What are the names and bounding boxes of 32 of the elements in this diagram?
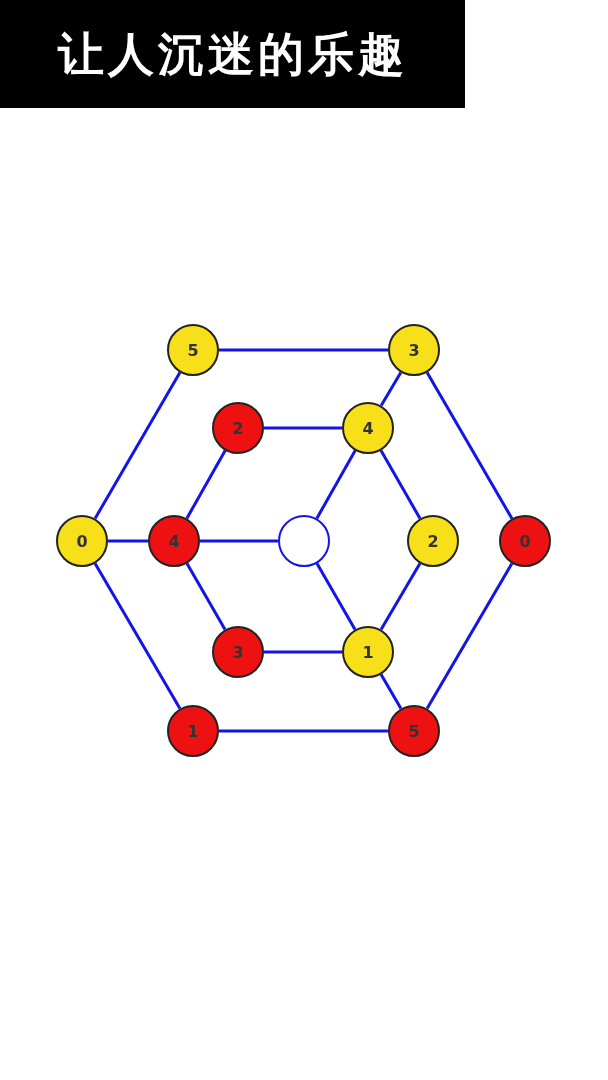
connector-line <box>379 449 422 520</box>
numbered-circle: 3 <box>212 626 264 678</box>
connector-line <box>315 449 357 520</box>
connector-line <box>379 562 422 631</box>
connector-line <box>315 562 357 631</box>
empty-circle <box>278 515 330 567</box>
connector-line <box>108 539 148 543</box>
numbered-circle: 4 <box>342 402 394 454</box>
connector-line <box>425 562 514 710</box>
connector-line <box>185 562 227 631</box>
connector-line <box>200 539 278 543</box>
connector-line <box>425 371 514 520</box>
numbered-circle: 0 <box>499 515 551 567</box>
connector-line <box>219 348 388 352</box>
connector-line <box>93 562 182 710</box>
numbered-circle: 3 <box>388 324 440 376</box>
connector-line <box>264 650 342 654</box>
connector-line <box>379 371 403 407</box>
title-banner: 让人沉迷的乐趣 <box>0 0 465 108</box>
numbered-circle: 0 <box>56 515 108 567</box>
connector-line <box>219 729 388 733</box>
numbered-circle: 2 <box>212 402 264 454</box>
numbered-circle: 1 <box>342 626 394 678</box>
connector-line <box>93 371 182 520</box>
numbered-circle: 1 <box>167 705 219 757</box>
connector-line <box>185 449 227 520</box>
numbered-circle: 2 <box>407 515 459 567</box>
numbered-circle: 5 <box>388 705 440 757</box>
connector-line <box>379 673 403 710</box>
numbered-circle: 5 <box>167 324 219 376</box>
numbered-circle: 4 <box>148 515 200 567</box>
connector-line <box>264 426 342 430</box>
